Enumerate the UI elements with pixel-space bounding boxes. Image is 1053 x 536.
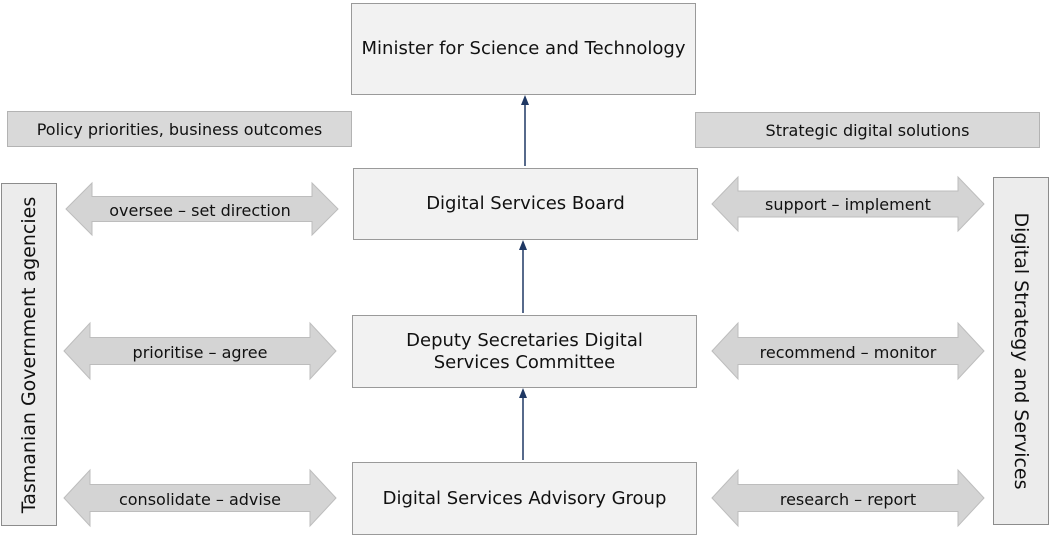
arrow-label-oversee: oversee – set direction	[109, 200, 291, 220]
node-advisory: Digital Services Advisory Group	[352, 462, 697, 535]
arrow-label-prioritise: prioritise – agree	[132, 342, 268, 362]
double-arrow-recommend	[711, 321, 985, 381]
double-arrow-consolidate	[63, 468, 337, 528]
double-arrow-support	[711, 175, 985, 233]
label-strategic-solutions-text: Strategic digital solutions	[765, 120, 970, 140]
node-committee: Deputy Secretaries Digital Services Comm…	[352, 315, 697, 388]
double-arrow-research	[711, 468, 985, 528]
node-board: Digital Services Board	[353, 168, 698, 240]
arrow-label-research: research – report	[779, 489, 917, 509]
double-arrow-prioritise	[63, 321, 337, 381]
node-minister-label: Minister for Science and Technology	[361, 38, 686, 59]
double-arrow-oversee	[65, 181, 339, 237]
side-panel-digital-strategy: Digital Strategy and Services	[993, 177, 1049, 525]
node-minister: Minister for Science and Technology	[351, 3, 696, 95]
arrow-label-support: support – implement	[765, 194, 931, 214]
arrow-label-recommend: recommend – monitor	[759, 342, 937, 362]
node-board-label: Digital Services Board	[426, 193, 625, 214]
arrow-label-consolidate: consolidate – advise	[118, 489, 282, 509]
label-policy-priorities-text: Policy priorities, business outcomes	[36, 119, 323, 139]
node-advisory-label: Digital Services Advisory Group	[382, 487, 667, 509]
node-committee-label: Deputy Secretaries Digital Services Comm…	[406, 329, 643, 373]
label-strategic-solutions: Strategic digital solutions	[695, 112, 1040, 148]
side-panel-agencies: Tasmanian Government agencies	[1, 183, 57, 526]
label-policy-priorities: Policy priorities, business outcomes	[7, 111, 352, 147]
